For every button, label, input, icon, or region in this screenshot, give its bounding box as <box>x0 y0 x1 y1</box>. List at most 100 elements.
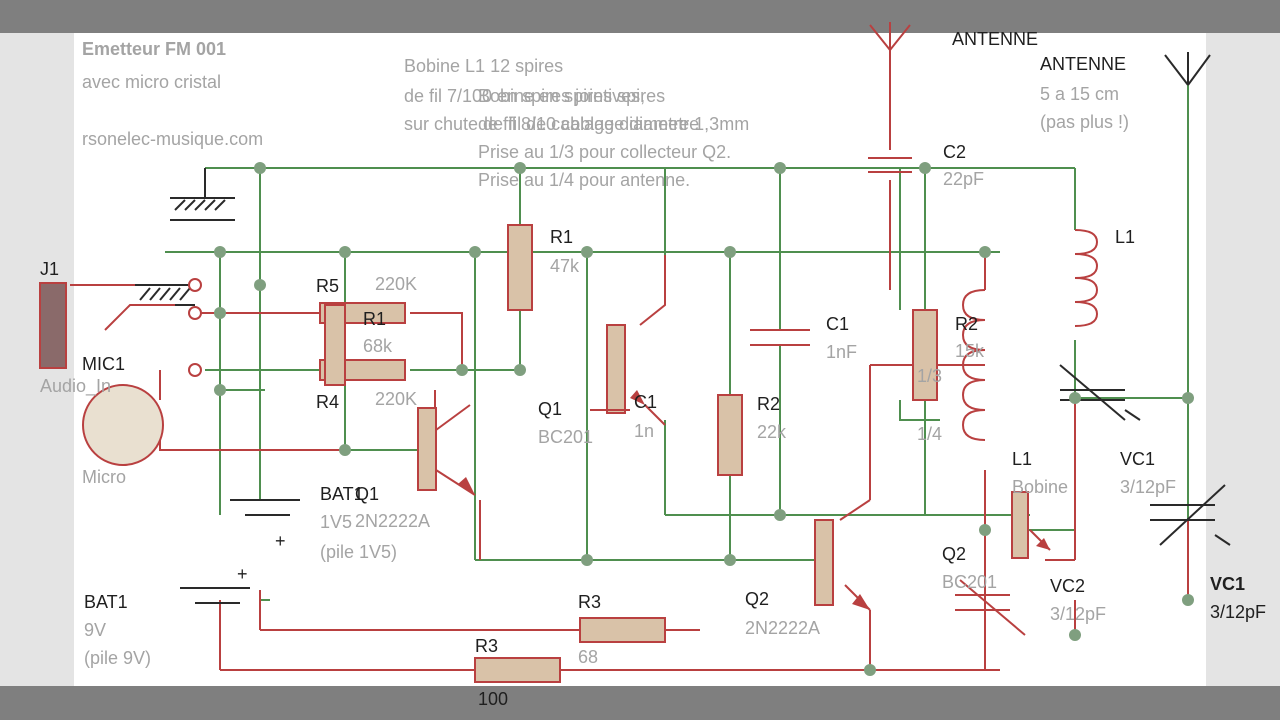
label-q1-2n2222a: Q1 <box>355 484 379 504</box>
label-q2-bc201: Q2 <box>942 544 966 564</box>
label-c1-1n: C1 <box>634 392 657 412</box>
resistor-r2-15k <box>912 309 938 401</box>
label-bat1-9v-value: 9V <box>84 620 106 640</box>
resistor-r3-100 <box>474 657 561 683</box>
coil-overlay-1: Bobine en spires spires <box>478 86 665 106</box>
antenna-length: 5 a 15 cm <box>1040 84 1119 104</box>
label-vc1-right: VC1 <box>1210 574 1245 594</box>
capacitor-vc2 <box>955 579 1026 636</box>
schematic-subtitle: avec micro cristal <box>82 72 221 92</box>
label-l1-coil: L1 <box>1115 227 1135 247</box>
top-bar <box>0 0 1280 33</box>
schematic-title: Emetteur FM 001 <box>82 39 226 59</box>
resistor-r2-22k <box>717 394 743 476</box>
label-micro: Micro <box>82 467 126 487</box>
label-l1-bobine: L1 <box>1012 449 1032 469</box>
label-audio-in: Audio_In <box>40 376 111 397</box>
battery-9v <box>180 587 250 604</box>
resistor-r5-vertical <box>324 304 346 386</box>
label-r4-value: 220K <box>375 389 417 409</box>
jack-j1 <box>39 278 202 377</box>
label-r3-100: R3 <box>475 636 498 656</box>
ground-symbol-top <box>170 168 235 221</box>
inductor-l1-bobine <box>961 289 986 441</box>
right-pillar <box>1206 33 1280 686</box>
label-q1-bc201: Q1 <box>538 399 562 419</box>
website-text: rsonelec-musique.com <box>82 129 263 149</box>
capacitor-c1-1nf <box>750 329 810 346</box>
label-c1-1n-value: 1n <box>634 421 654 441</box>
capacitor-c2 <box>868 157 912 173</box>
label-r2-22k: R2 <box>757 394 780 414</box>
label-r1-47k-value: 47k <box>550 256 580 276</box>
label-bat1-1v5-value: 1V5 <box>320 512 352 532</box>
label-mic1: MIC1 <box>82 354 125 374</box>
label-q2-2n2222a: Q2 <box>745 589 769 609</box>
label-bat1-9v-note: (pile 9V) <box>84 648 151 668</box>
junction-dots <box>214 162 1194 676</box>
label-l1-bobine-value: Bobine <box>1012 477 1068 497</box>
label-tap-1-4: 1/4 <box>917 424 942 444</box>
label-tap-1-3: 1/3 <box>917 366 942 386</box>
label-vc2-value: 3/12pF <box>1050 604 1106 624</box>
transistor-q1-2n2222a <box>417 404 476 496</box>
label-q1-bc201-value: BC201 <box>538 427 593 447</box>
label-vc2: VC2 <box>1050 576 1085 596</box>
resistor-r1-47k <box>507 224 533 311</box>
coil-note-1: Bobine L1 12 spires <box>404 56 563 76</box>
label-r5: R5 <box>316 276 339 296</box>
label-c2: C2 <box>943 142 966 162</box>
capacitor-vc1-right <box>1150 484 1231 546</box>
label-r3-68: R3 <box>578 592 601 612</box>
label-q2-bc201-value: BC201 <box>942 572 997 592</box>
label-vc1-right-value: 3/12pF <box>1210 602 1266 622</box>
coil-overlay-2: de fil 8/10 cablage diametre <box>478 114 699 134</box>
label-r3-68-value: 68 <box>578 647 598 667</box>
antenna-center <box>869 22 911 51</box>
label-r1-47k: R1 <box>550 227 573 247</box>
label-q2-2n2222a-value: 2N2222A <box>745 618 820 638</box>
antenna-right <box>1164 52 1211 86</box>
transistor-q2-2n2222a <box>814 519 870 610</box>
plus-sign-9v: + <box>237 564 248 584</box>
label-vc1: VC1 <box>1120 449 1155 469</box>
label-vc1-value: 3/12pF <box>1120 477 1176 497</box>
bottom-bar <box>0 686 1280 720</box>
antenna-label-2: ANTENNE <box>1040 54 1126 74</box>
label-r1-68k: R1 <box>363 309 386 329</box>
transistor-q1-bc201 <box>606 324 645 414</box>
label-r2-22k-value: 22k <box>757 422 787 442</box>
label-r5-value: 220K <box>375 274 417 294</box>
battery-1v5 <box>230 499 300 516</box>
coil-note-3: sur chute de fil de cablage diametre 1,3… <box>404 114 749 134</box>
capacitor-vc1-coil <box>1059 364 1141 421</box>
plus-sign-1v5: + <box>275 531 286 551</box>
label-r2-15k: R2 <box>955 314 978 334</box>
label-c2-value: 22pF <box>943 169 984 189</box>
label-c1-1nf-value: 1nF <box>826 342 857 362</box>
wire-network-red <box>70 50 1189 671</box>
microphone-mic1 <box>82 370 345 466</box>
label-q1-2n2222a-value: 2N2222A <box>355 511 430 531</box>
label-bat1-1v5-note: (pile 1V5) <box>320 542 397 562</box>
label-r1-68k-value: 68k <box>363 336 393 356</box>
resistor-r3-68 <box>579 617 666 643</box>
antenna-label-1: ANTENNE <box>952 29 1038 49</box>
prise-q2-note: Prise au 1/3 pour collecteur Q2. <box>478 142 731 162</box>
label-r4: R4 <box>316 392 339 412</box>
label-j1: J1 <box>40 259 59 279</box>
wire-network-green <box>165 85 1189 601</box>
antenna-note: (pas plus !) <box>1040 112 1129 132</box>
inductor-l1-top <box>1074 229 1099 327</box>
transistor-q2-bc201 <box>1011 491 1051 559</box>
label-r3-100-value: 100 <box>478 689 508 709</box>
label-bat1-9v: BAT1 <box>84 592 128 612</box>
prise-antenna-note: Prise au 1/4 pour antenne. <box>478 170 690 190</box>
ground-symbol-jack <box>135 284 195 306</box>
label-bat1-1v5: BAT1 <box>320 484 364 504</box>
label-c1-1nf: C1 <box>826 314 849 334</box>
coil-note-2: de fil 7/100 en spires jointives, <box>404 86 645 106</box>
label-r2-15k-value: 15k <box>955 341 985 361</box>
